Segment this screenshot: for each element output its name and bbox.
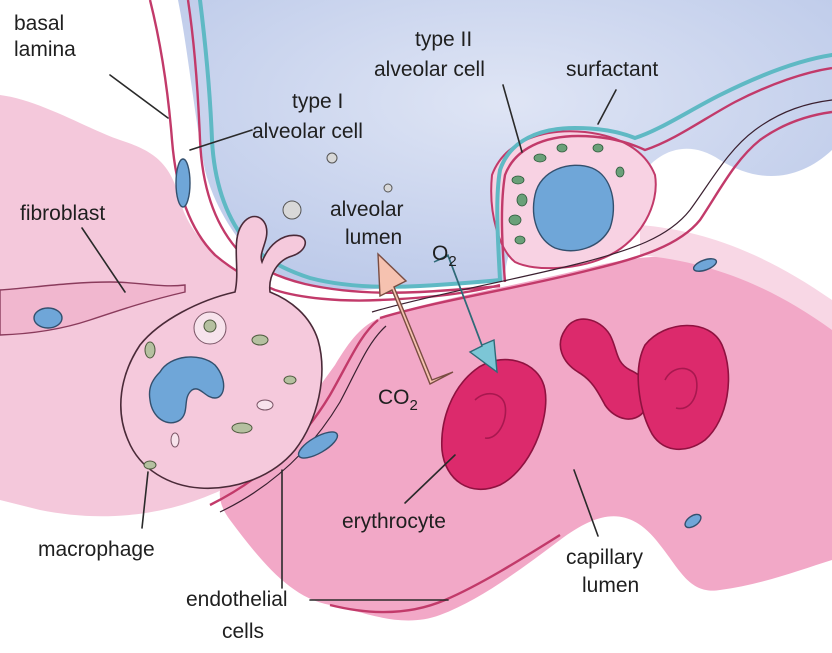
label-basal-lamina-line1: basal — [14, 12, 64, 35]
lamellar-body — [593, 144, 603, 152]
label-endothelial-line2: cells — [222, 620, 264, 643]
macrophage-vacuole — [171, 433, 179, 447]
label-alveolar-lumen-line1: alveolar — [330, 198, 404, 221]
lamellar-body — [557, 144, 567, 152]
macrophage-granule — [284, 376, 296, 384]
lamellar-body — [509, 215, 521, 225]
label-type2-line1: type II — [415, 28, 472, 51]
label-alveolar-lumen-line2: lumen — [345, 226, 402, 249]
lamellar-body — [534, 154, 546, 162]
label-type1-line1: type I — [292, 90, 343, 113]
debris-particle — [283, 201, 301, 219]
label-type1-line2: alveolar cell — [252, 120, 363, 143]
fibroblast-nucleus — [34, 308, 62, 328]
label-erythrocyte: erythrocyte — [342, 510, 446, 533]
macrophage-granule — [232, 423, 252, 433]
lamellar-body — [512, 176, 524, 184]
label-basal-lamina-line2: lamina — [14, 38, 76, 61]
debris-particle — [327, 153, 337, 163]
debris-particle — [384, 184, 392, 192]
lamellar-body — [517, 194, 527, 206]
type1-nucleus — [176, 159, 190, 207]
label-surfactant: surfactant — [566, 58, 658, 81]
label-endothelial-line1: endothelial — [186, 588, 288, 611]
macrophage-vacuole — [257, 400, 273, 410]
label-type2-line2: alveolar cell — [374, 58, 485, 81]
macrophage-granule — [144, 461, 156, 469]
label-fibroblast: fibroblast — [20, 202, 105, 225]
lamellar-body — [515, 236, 525, 244]
lamellar-body — [616, 167, 624, 177]
label-capillary-line1: capillary — [566, 546, 644, 569]
macrophage-granule — [145, 342, 155, 358]
macrophage-granule — [252, 335, 268, 345]
macrophage-granule — [204, 320, 216, 332]
type2-nucleus — [534, 165, 614, 250]
label-capillary-line2: lumen — [582, 574, 639, 597]
label-macrophage: macrophage — [38, 538, 155, 561]
